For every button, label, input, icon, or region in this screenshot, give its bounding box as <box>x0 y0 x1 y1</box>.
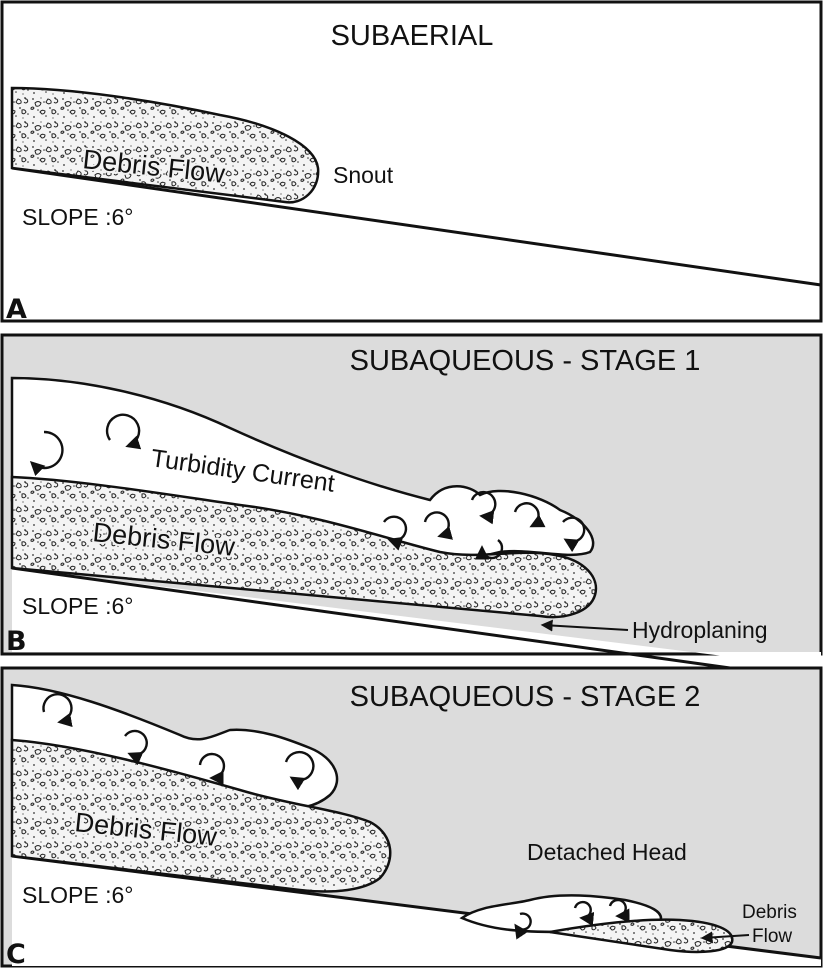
panel-c-title: SUBAQUEOUS - STAGE 2 <box>350 681 701 713</box>
panel-b: SUBAQUEOUS - STAGE 1 Turbidity Current D… <box>2 335 821 668</box>
small-debris-label-line1: Debris <box>742 902 797 923</box>
hydroplaning-label: Hydroplaning <box>632 617 768 643</box>
small-debris-label-line2: Flow <box>752 926 792 947</box>
detached-head-label: Detached Head <box>527 839 687 865</box>
slope-label-a: SLOPE :6° <box>22 204 133 230</box>
panel-a-letter: A <box>6 294 27 325</box>
panel-c: SUBAQUEOUS - STAGE 2 Debris Flow Detache… <box>2 668 821 968</box>
panel-a-title: SUBAERIAL <box>331 20 494 52</box>
slope-label-b: SLOPE :6° <box>22 593 133 619</box>
panel-c-letter: C <box>6 939 26 968</box>
snout-label: Snout <box>333 162 394 188</box>
slope-label-c: SLOPE :6° <box>22 882 133 908</box>
panel-b-title: SUBAQUEOUS - STAGE 1 <box>350 345 701 377</box>
panel-a: SUBAERIAL Debris Flow Snout SLOPE :6° A <box>2 2 821 325</box>
panel-b-letter: B <box>6 626 27 657</box>
